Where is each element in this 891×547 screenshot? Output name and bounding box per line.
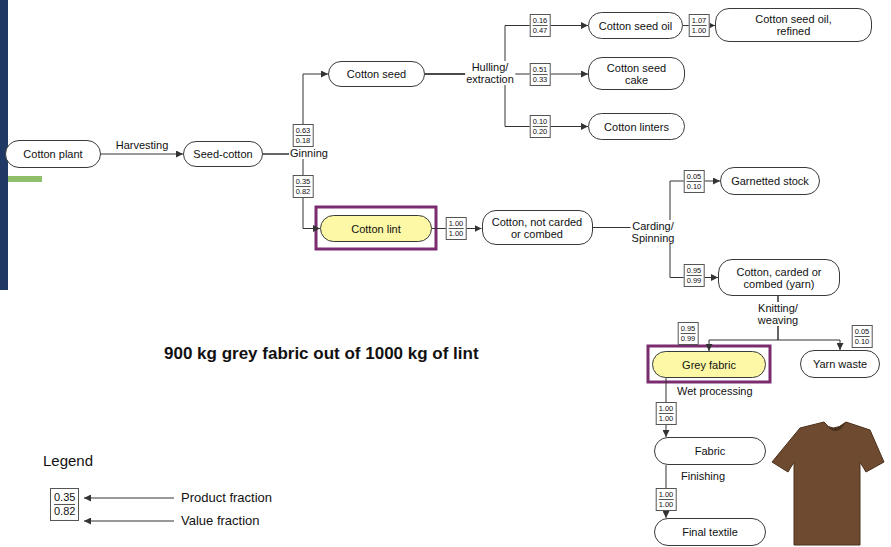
- product-fraction: 0.35: [296, 177, 311, 187]
- product-fraction: 1.07: [692, 16, 707, 26]
- process-box: Garnetted stock: [720, 167, 820, 195]
- value-fraction: 0.99: [681, 334, 696, 343]
- fraction-box: 1.001.00: [656, 488, 677, 511]
- box-text: Cotton plant: [23, 148, 82, 160]
- process-box: Cotton, carded or combed (yarn): [718, 259, 840, 296]
- process-box: Cotton seed cake: [588, 57, 685, 90]
- highlight-frame: [316, 207, 436, 249]
- box-text: Cotton, carded or combed (yarn): [729, 266, 829, 290]
- value-fraction: 0.82: [296, 187, 311, 196]
- process-box: Cotton seed oil, refined: [715, 8, 872, 42]
- slide-accent: [8, 176, 42, 182]
- step-label: Harvesting: [115, 139, 170, 151]
- flow-arrow: [101, 154, 183, 155]
- fraction-box: 0.630.18: [293, 124, 314, 147]
- process-box: Yarn waste: [800, 350, 880, 378]
- box-text: Final textile: [682, 526, 738, 538]
- process-box: Seed-cotton: [183, 141, 263, 167]
- box-text: Cotton seed oil: [599, 20, 672, 32]
- process-box: Fabric: [654, 437, 766, 465]
- fraction-box: 0.350.82: [293, 175, 314, 198]
- fraction-box: 0.350.82: [50, 488, 79, 521]
- value-fraction: 0.33: [533, 75, 548, 84]
- process-box: Cotton plant: [5, 140, 101, 168]
- process-box: Cotton lint: [320, 215, 432, 242]
- box-text: Grey fabric: [682, 359, 736, 371]
- process-box: Cotton, not carded or combed: [482, 210, 593, 245]
- product-fraction: 0.16: [533, 16, 548, 26]
- product-fraction: 0.05: [687, 172, 702, 182]
- value-fraction: 1.00: [449, 229, 464, 238]
- process-box: Cotton seed oil: [588, 12, 683, 39]
- value-fraction: 1.00: [659, 414, 674, 423]
- flow-arrow: [263, 74, 328, 154]
- process-box: Final textile: [654, 518, 766, 546]
- value-fraction: 0.82: [54, 505, 75, 518]
- product-fraction: 1.00: [659, 404, 674, 414]
- product-fraction: 0.51: [533, 65, 548, 75]
- value-fraction: 0.18: [296, 136, 311, 145]
- fraction-box: 0.950.99: [678, 322, 699, 345]
- value-fraction: 1.00: [692, 26, 707, 35]
- box-text: Cotton seed: [347, 68, 406, 80]
- product-fraction: 0.63: [296, 126, 311, 136]
- product-fraction: 0.95: [681, 324, 696, 334]
- value-fraction: 0.20: [533, 127, 548, 136]
- step-label: Ginning: [289, 147, 329, 159]
- process-box: Grey fabric: [652, 351, 766, 378]
- step-label: Finishing: [680, 470, 726, 482]
- product-fraction: 0.95: [687, 266, 702, 276]
- legend-title: Legend: [42, 452, 94, 470]
- t-shirt-picture: [772, 422, 884, 545]
- box-text: Cotton, not carded or combed: [490, 216, 585, 240]
- legend-text: Product fraction: [180, 490, 273, 506]
- step-label: Knitting/ weaving: [757, 302, 799, 326]
- step-label: Wet processing: [676, 385, 754, 397]
- box-text: Cotton seed cake: [602, 62, 672, 86]
- product-fraction: 1.00: [659, 490, 674, 500]
- fraction-box: 1.071.00: [689, 14, 710, 37]
- fraction-box: 0.050.10: [684, 170, 705, 193]
- fraction-box: 0.510.33: [530, 63, 551, 86]
- product-fraction: 0.35: [54, 491, 75, 505]
- value-fraction: 0.47: [533, 26, 548, 35]
- product-fraction: 0.05: [855, 327, 870, 337]
- value-fraction: 0.10: [855, 337, 870, 346]
- box-text: Cotton linters: [604, 121, 669, 133]
- value-fraction: 0.10: [687, 182, 702, 191]
- fraction-box: 0.160.47: [530, 14, 551, 37]
- step-label: Hulling/ extraction: [465, 61, 515, 85]
- fraction-box: 1.001.00: [656, 402, 677, 425]
- box-text: Fabric: [695, 445, 726, 457]
- legend-arrow: [84, 521, 174, 522]
- box-text: Yarn waste: [813, 358, 867, 370]
- process-box: Cotton seed: [328, 61, 425, 87]
- fraction-box: 1.001.00: [446, 217, 467, 240]
- box-text: Cotton seed oil, refined: [744, 13, 844, 37]
- product-fraction: 1.00: [449, 219, 464, 229]
- legend-text: Value fraction: [180, 513, 261, 529]
- flow-arrow: [263, 154, 320, 229]
- fraction-box: 0.950.99: [684, 264, 705, 287]
- box-text: Garnetted stock: [731, 175, 809, 187]
- product-fraction: 0.10: [533, 117, 548, 127]
- note-text: 900 kg grey fabric out of 1000 kg of lin…: [163, 344, 480, 364]
- process-box: Cotton linters: [588, 113, 685, 140]
- step-label: Carding/ Spinning: [631, 220, 676, 244]
- value-fraction: 0.99: [687, 276, 702, 285]
- box-text: Cotton lint: [351, 223, 401, 235]
- fraction-box: 0.050.10: [852, 325, 873, 348]
- fraction-box: 0.100.20: [530, 115, 551, 138]
- highlight-frame: [648, 346, 770, 382]
- box-text: Seed-cotton: [193, 148, 252, 160]
- value-fraction: 1.00: [659, 500, 674, 509]
- legend-arrow: [84, 498, 174, 499]
